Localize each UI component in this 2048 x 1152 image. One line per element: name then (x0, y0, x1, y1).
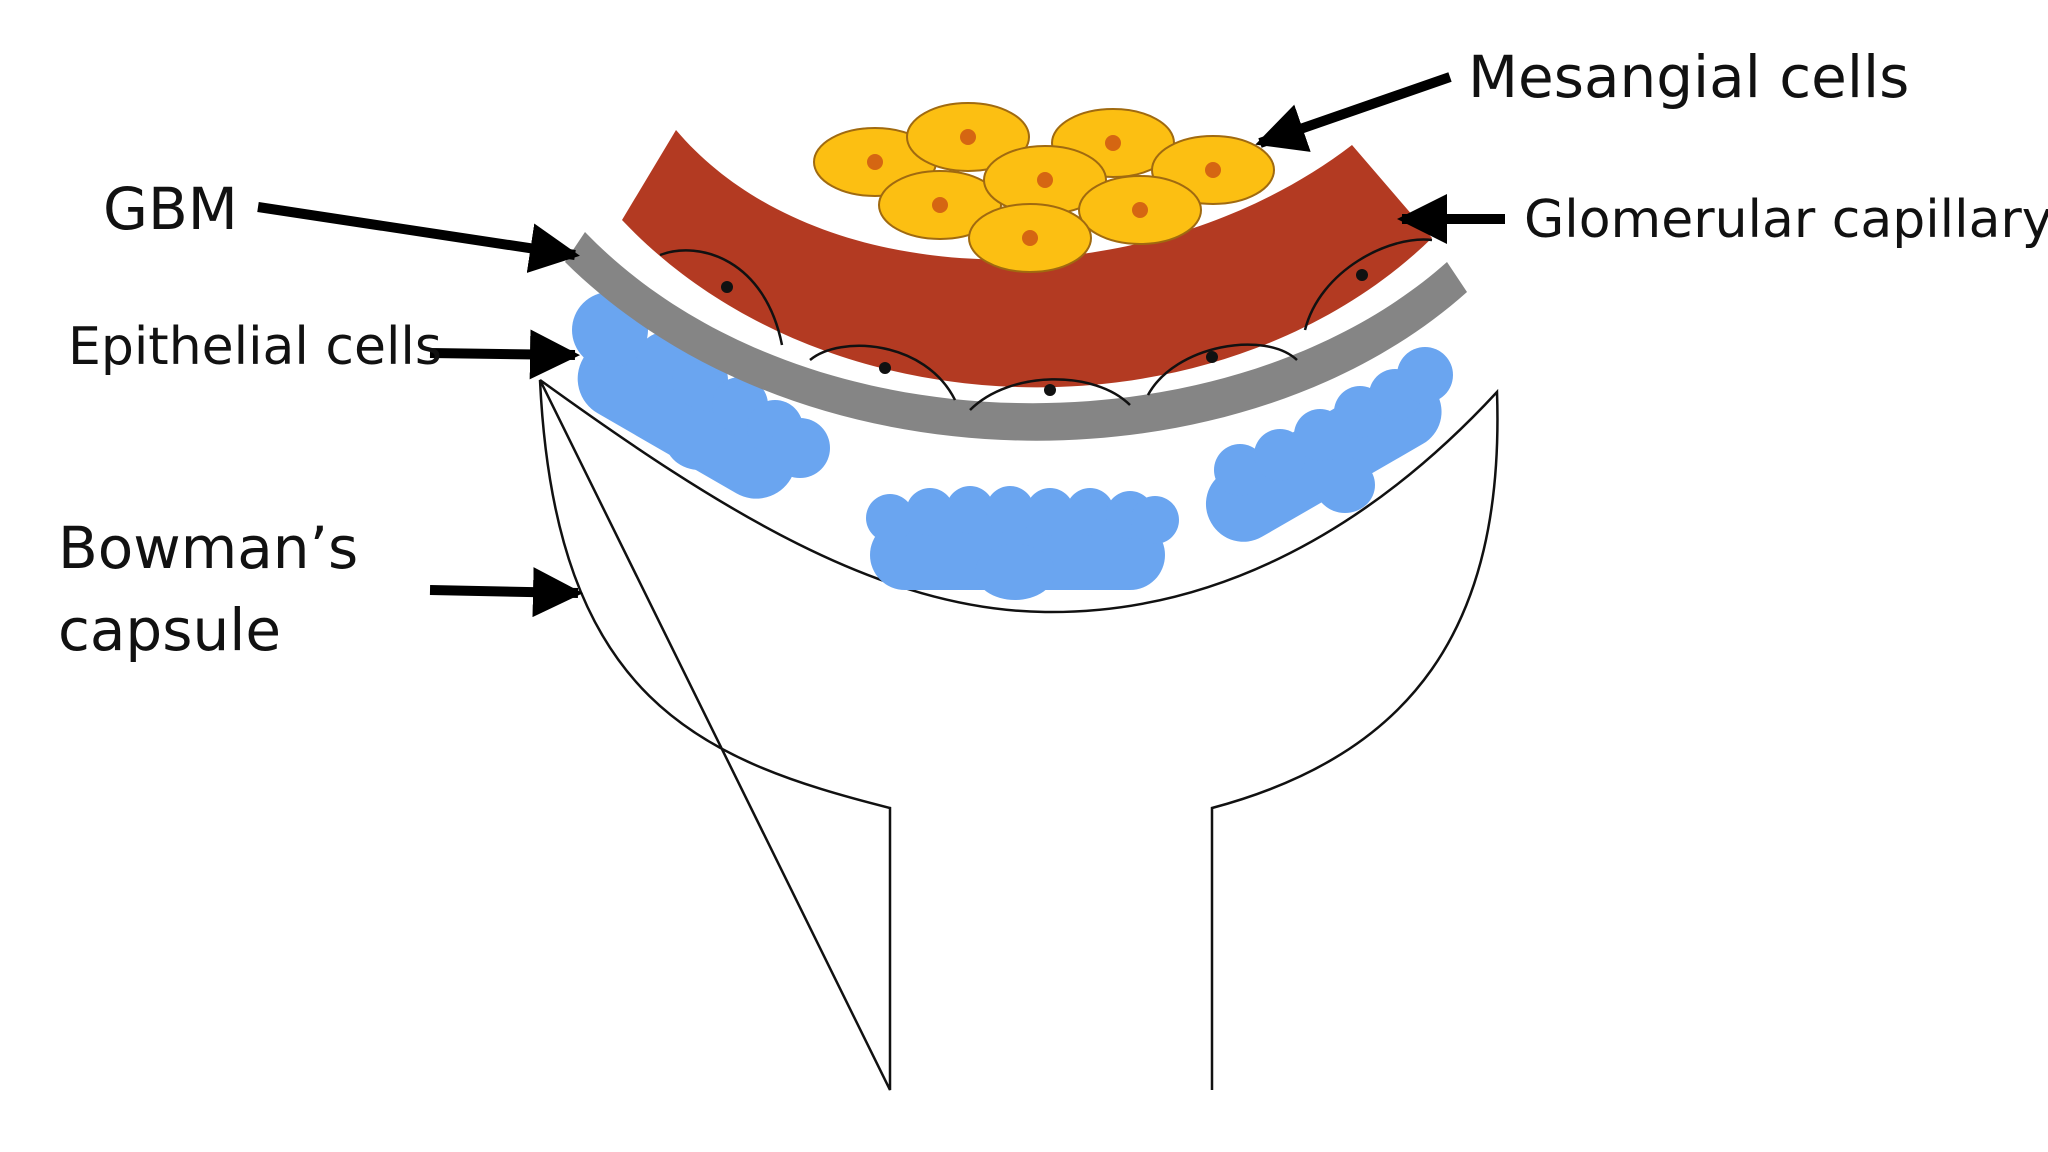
endothelial-cell (809, 344, 957, 401)
bowmans-capsule (538, 378, 1499, 1091)
mesangial-nucleus (1132, 202, 1148, 218)
gbm-band (565, 232, 1467, 441)
epithelial-cell-left (572, 292, 830, 499)
label-glomerular-capillary: Glomerular capillary (1524, 190, 2048, 250)
mesangial-nucleus (1037, 172, 1053, 188)
arrow-epithelial (429, 329, 580, 380)
label-epithelial-cells: Epithelial cells (68, 317, 442, 377)
arrow-gbm (257, 202, 580, 273)
epithelial-cells (572, 292, 1453, 600)
endothelial-cell (1146, 343, 1298, 396)
label-bowmans-capsule-line1: Bowman’s (58, 514, 358, 582)
mesangial-cells (813, 102, 1275, 273)
mesangial-nucleus (1105, 135, 1121, 151)
label-mesangial-cells: Mesangial cells (1468, 43, 1909, 111)
arrow-mesangial (1255, 72, 1452, 152)
glomerular-capillary (622, 130, 1432, 388)
endothelial-cells (659, 238, 1433, 411)
mesangial-nucleus (1205, 162, 1221, 178)
mesangial-nucleus (867, 154, 883, 170)
label-gbm: GBM (103, 175, 238, 243)
endothelial-cell (969, 378, 1131, 411)
mesangial-nucleus (960, 129, 976, 145)
arrows (257, 72, 1505, 618)
arrow-bowman (429, 567, 583, 618)
epithelial-cell-right (1205, 347, 1453, 542)
epithelial-cell-middle (866, 486, 1179, 600)
mesangial-nucleus (1022, 230, 1038, 246)
mesangial-nucleus (932, 197, 948, 213)
endothelial-nuclei (721, 269, 1368, 396)
label-bowmans-capsule-line2: capsule (58, 596, 281, 664)
endothelial-cell (659, 249, 784, 346)
